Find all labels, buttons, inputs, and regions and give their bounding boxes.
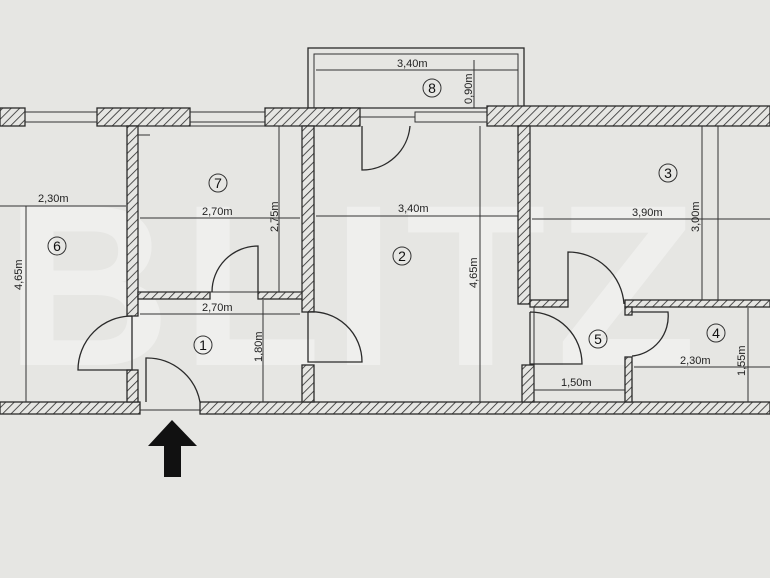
svg-text:7: 7 [214, 175, 222, 191]
room-label-8: 8 [422, 78, 442, 98]
svg-text:6: 6 [53, 238, 61, 254]
room-outlines [137, 125, 719, 402]
dim-room2-length: 4,65m [468, 257, 480, 288]
svg-text:1: 1 [199, 337, 207, 353]
room-label-4: 4 [706, 323, 726, 343]
room-label-3: 3 [658, 163, 678, 183]
doors [77, 125, 669, 403]
room-label-7: 7 [208, 173, 228, 193]
interior-walls [126, 125, 770, 403]
room-label-1: 1 [193, 335, 213, 355]
bottom-wall [0, 401, 770, 415]
watermark-logo: BLITZ [5, 157, 706, 414]
dim-room4-width: 2,30m [680, 355, 711, 367]
svg-text:3: 3 [664, 165, 672, 181]
svg-text:5: 5 [594, 331, 602, 347]
dim-room4-length: 1,55m [736, 345, 748, 376]
dim-room6-length: 4,65m [13, 259, 25, 290]
room-label-5: 5 [588, 329, 608, 349]
dim-room3-width: 3,90m [632, 207, 663, 219]
room-label-6: 6 [47, 236, 67, 256]
dim-room6-width: 2,30m [38, 193, 69, 205]
svg-text:2: 2 [398, 248, 406, 264]
dim-room3-length: 3,00m [690, 201, 702, 232]
room-label-2: 2 [392, 246, 412, 266]
top-wall [0, 105, 770, 127]
windows [24, 111, 488, 123]
dim-room2-width: 3,40m [398, 203, 429, 215]
dim-room7-width: 2,70m [202, 206, 233, 218]
svg-text:8: 8 [428, 80, 436, 96]
dimension-lines [0, 60, 770, 402]
dim-room8-width: 3,40m [397, 58, 428, 70]
arrow-up-icon [148, 420, 197, 477]
dim-room7-length: 2,75m [269, 201, 281, 232]
dim-room5-width: 1,50m [561, 377, 592, 389]
dim-room1-width: 2,70m [202, 302, 233, 314]
balcony-outline [307, 47, 525, 109]
svg-text:4: 4 [712, 325, 720, 341]
dim-room1-length: 1,80m [253, 331, 265, 362]
dim-room8-length: 0,90m [463, 73, 475, 104]
